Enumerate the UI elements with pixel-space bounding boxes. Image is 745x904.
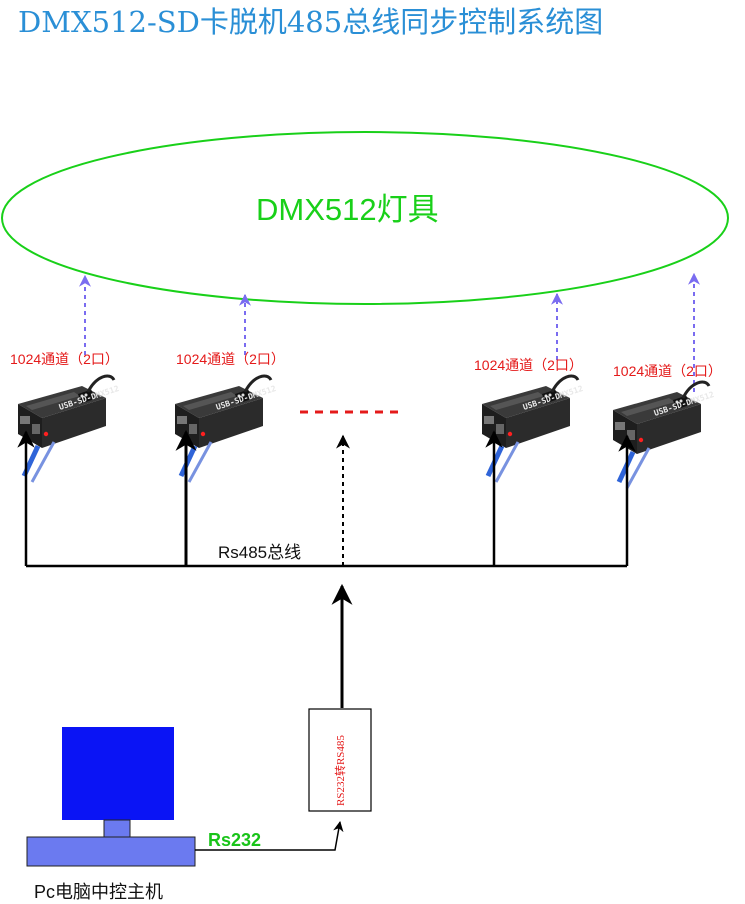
device-1: USB-SD-DMX512 [18,376,120,482]
rs232-label: Rs232 [208,830,261,850]
rs485-bus-label: Rs485总线 [218,543,301,562]
device-4: USB-SD-DMX512 [613,382,715,488]
converter-label: RS232转RS485 [333,735,347,806]
rs232-link-arrow [195,820,344,851]
device-2: USB-SD-DMX512 [175,376,277,482]
fixtures-label: DMX512灯具 [256,192,439,227]
monitor-icon [62,727,174,820]
diagram-title: DMX512-SD卡脱机485总线同步控制系统图 [18,5,603,39]
device-2-channel-label: 1024通道（2口） [176,351,285,367]
device-4-channel-label: 1024通道（2口） [613,363,722,379]
monitor-stand [103,819,131,839]
fixtures-ellipse [1,131,729,305]
device-1-channel-label: 1024通道（2口） [10,351,119,367]
device-3: USB-SD-DMX512 [482,376,584,482]
device-3-channel-label: 1024通道（2口） [474,357,583,373]
pc-base [26,836,196,867]
rs232-rs485-converter [308,708,372,812]
pc-label: Pc电脑中控主机 [34,882,163,902]
